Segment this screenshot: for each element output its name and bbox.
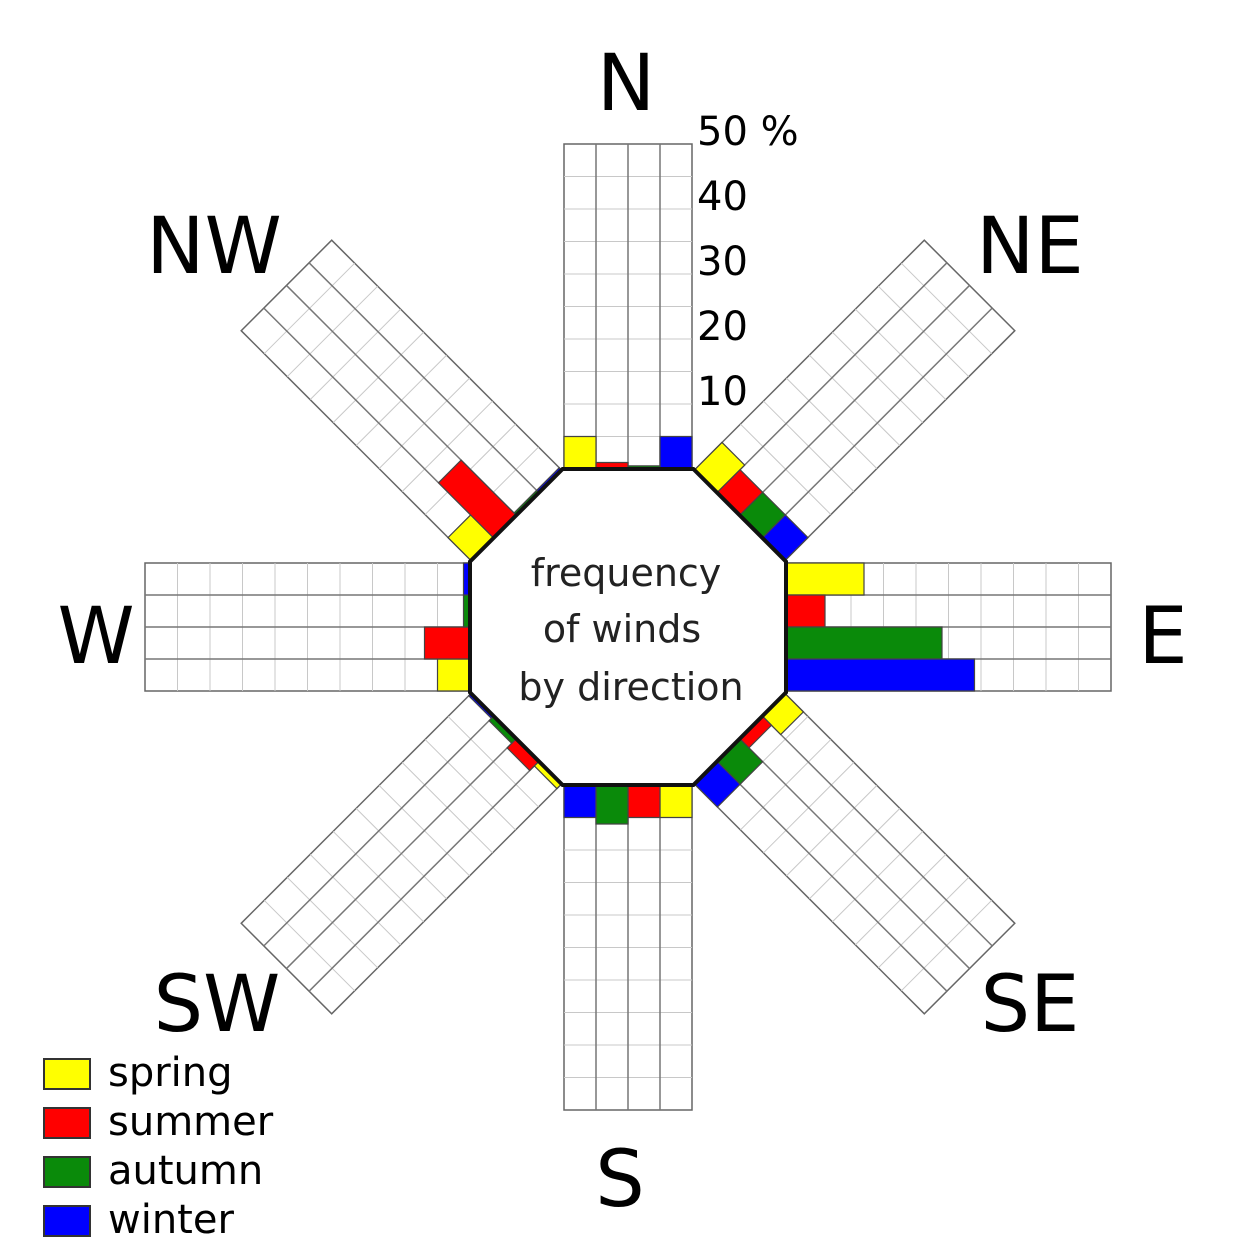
arm-lane-divider-ne xyxy=(739,284,971,516)
legend-item-spring: spring xyxy=(43,1050,233,1096)
direction-label-se: SE xyxy=(981,960,1080,1050)
bar-w-spring xyxy=(436,658,471,692)
bar-e-summer xyxy=(785,594,826,628)
legend: spring summer autumn winter xyxy=(43,1050,274,1243)
legend-label-autumn: autumn xyxy=(108,1148,263,1194)
legend-swatch-spring xyxy=(43,1058,91,1090)
arm-n xyxy=(563,143,693,470)
legend-label-spring: spring xyxy=(108,1050,233,1096)
tick-label-40: 40 xyxy=(697,174,748,220)
legend-swatch-summer xyxy=(43,1107,91,1139)
direction-labels: N NE E SE S SW W NW xyxy=(57,39,1187,1225)
arm-lane-divider-sw xyxy=(263,715,495,947)
bar-e-autumn xyxy=(785,626,943,660)
bar-s-summer xyxy=(627,784,661,819)
arm-sw xyxy=(240,692,563,1015)
legend-swatch-autumn xyxy=(43,1156,91,1188)
arm-lane-divider-sw xyxy=(285,738,517,970)
tick-label-10: 10 xyxy=(697,369,748,415)
bar-n-spring xyxy=(563,435,597,470)
bar-n-winter xyxy=(659,435,693,470)
direction-label-s: S xyxy=(595,1135,645,1225)
direction-label-nw: NW xyxy=(146,202,281,292)
legend-item-autumn: autumn xyxy=(43,1148,263,1194)
arm-w xyxy=(144,562,471,692)
legend-item-summer: summer xyxy=(43,1099,274,1145)
scale-tick-labels: 10 20 30 40 50 % xyxy=(697,109,799,415)
tick-label-20: 20 xyxy=(697,304,748,350)
legend-item-winter: winter xyxy=(43,1197,234,1243)
title-line-2: of winds xyxy=(543,607,701,651)
arm-lane-divider-se xyxy=(739,738,971,970)
arm-s xyxy=(563,784,693,1111)
arm-lane-divider-nw xyxy=(308,262,540,494)
bar-e-spring xyxy=(785,562,865,596)
title-line-3: by direction xyxy=(518,665,743,709)
bar-w-summer xyxy=(423,626,471,660)
title-line-1: frequency xyxy=(531,551,722,595)
arm-lane-divider-ne xyxy=(761,307,993,539)
bar-s-winter xyxy=(563,784,597,819)
center-title: frequency of winds by direction xyxy=(518,551,743,709)
arm-lane-divider-ne xyxy=(716,262,948,494)
direction-label-sw: SW xyxy=(154,960,281,1050)
legend-swatch-winter xyxy=(43,1205,91,1237)
direction-label-ne: NE xyxy=(976,202,1084,292)
direction-label-n: N xyxy=(597,39,655,129)
arm-lane-divider-se xyxy=(761,715,993,947)
bar-e-winter xyxy=(785,658,976,692)
tick-label-30: 30 xyxy=(697,239,748,285)
direction-label-w: W xyxy=(57,592,134,682)
arm-lane-divider-se xyxy=(716,760,948,992)
bar-s-spring xyxy=(659,784,693,819)
legend-label-winter: winter xyxy=(108,1197,234,1243)
legend-label-summer: summer xyxy=(108,1099,274,1145)
center-octagon xyxy=(468,467,788,787)
tick-label-50: 50 % xyxy=(697,109,799,155)
bar-s-autumn xyxy=(595,784,629,825)
arm-lane-divider-sw xyxy=(308,760,540,992)
direction-label-e: E xyxy=(1138,592,1187,682)
